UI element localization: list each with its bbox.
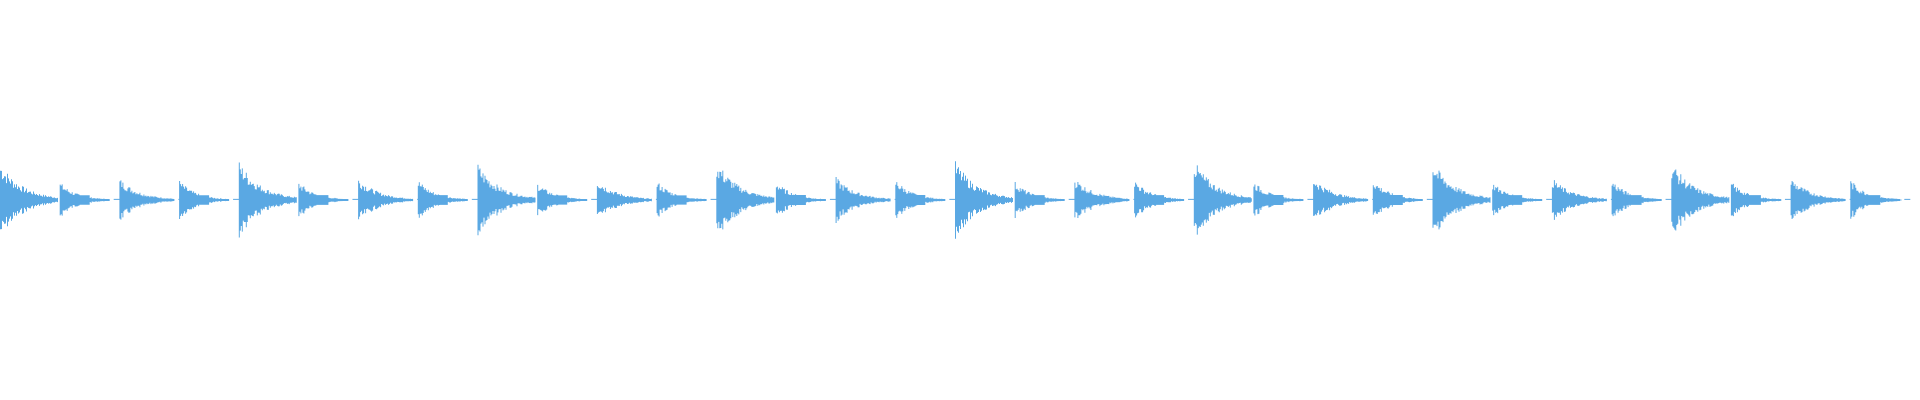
waveform-peaks [0,161,1911,239]
waveform-path [0,161,1911,239]
